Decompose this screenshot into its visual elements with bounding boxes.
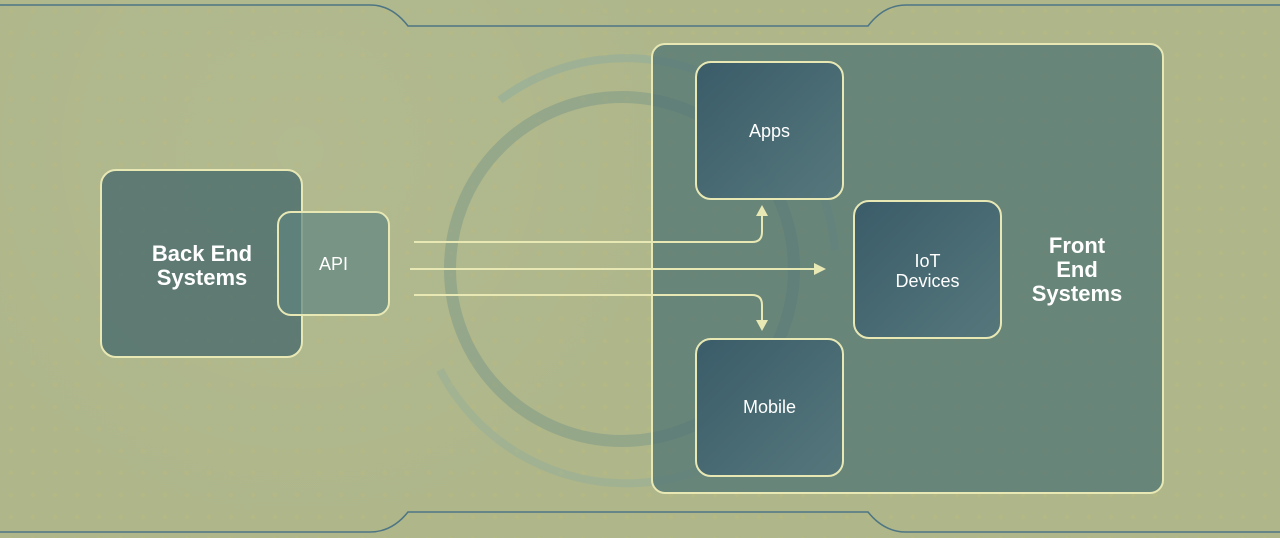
apps-label: Apps — [748, 121, 791, 141]
top-frame-curve — [0, 4, 1280, 27]
bottom-frame-curve — [0, 511, 1280, 533]
mobile-label: Mobile — [742, 397, 797, 417]
api-node — [277, 211, 390, 316]
mobile-node — [695, 338, 844, 477]
arrowhead-mobile — [756, 320, 768, 331]
arrow-api-to-apps — [414, 214, 763, 243]
back-end-systems-label: Back End Systems — [151, 241, 253, 291]
iot-devices-label: IoT Devices — [895, 251, 960, 291]
iot-devices-node — [853, 200, 1002, 339]
api-label: API — [318, 254, 348, 274]
arrowhead-apps — [756, 205, 768, 216]
arrow-api-to-mobile — [414, 294, 763, 322]
apps-node — [695, 61, 844, 200]
front-end-systems-label: Front End Systems — [1031, 233, 1123, 307]
arrowhead-iot — [814, 263, 826, 275]
